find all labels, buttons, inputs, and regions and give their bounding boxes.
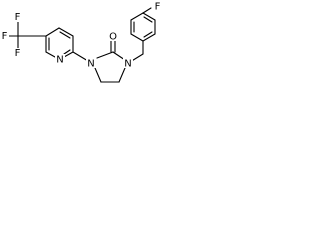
bond-ph-double-3 bbox=[143, 31, 153, 38]
bond-ph-c6-c1 bbox=[142, 33, 156, 42]
bond-ph-f bbox=[142, 7, 152, 14]
atom-f-cf3-bottom: F bbox=[15, 48, 21, 59]
atom-n-pyridine: N bbox=[56, 55, 63, 66]
atom-f-cf3-left: F bbox=[2, 31, 8, 42]
bond-py-n1-c6 bbox=[45, 51, 56, 58]
bond-imid-n3-c4 bbox=[118, 67, 126, 83]
bond-py-c2-n-imid bbox=[72, 51, 89, 62]
bond-ph-double-2 bbox=[143, 16, 153, 23]
bond-py-c2-n1 bbox=[63, 51, 74, 58]
atom-f-cf3-top: F bbox=[15, 12, 21, 23]
bond-py-c4-c3 bbox=[58, 27, 74, 37]
bond-imid-n1-c2 bbox=[96, 51, 114, 59]
bond-layer bbox=[7, 7, 156, 83]
atom-n-imidazolidinone-3: N bbox=[124, 59, 131, 70]
bond-py-double-c4-c3 bbox=[59, 31, 71, 39]
bond-ph-c3-c4 bbox=[130, 12, 144, 21]
atom-label-layer: F F F F O N N N bbox=[0, 1, 162, 70]
atom-f-para: F bbox=[155, 2, 161, 13]
bond-ph-c1-c2 bbox=[130, 33, 144, 42]
bond-py-double-c2-n1 bbox=[63, 49, 71, 55]
bond-ph-c4-c5 bbox=[142, 12, 156, 21]
chemical-structure-diagram: F F F F O N N N bbox=[0, 1, 162, 83]
bond-py-c5-c4 bbox=[45, 27, 60, 37]
atom-n-imidazolidinone-1: N bbox=[87, 59, 94, 70]
bond-imid-c5-n1 bbox=[94, 67, 102, 83]
atom-o-carbonyl: O bbox=[109, 32, 117, 43]
